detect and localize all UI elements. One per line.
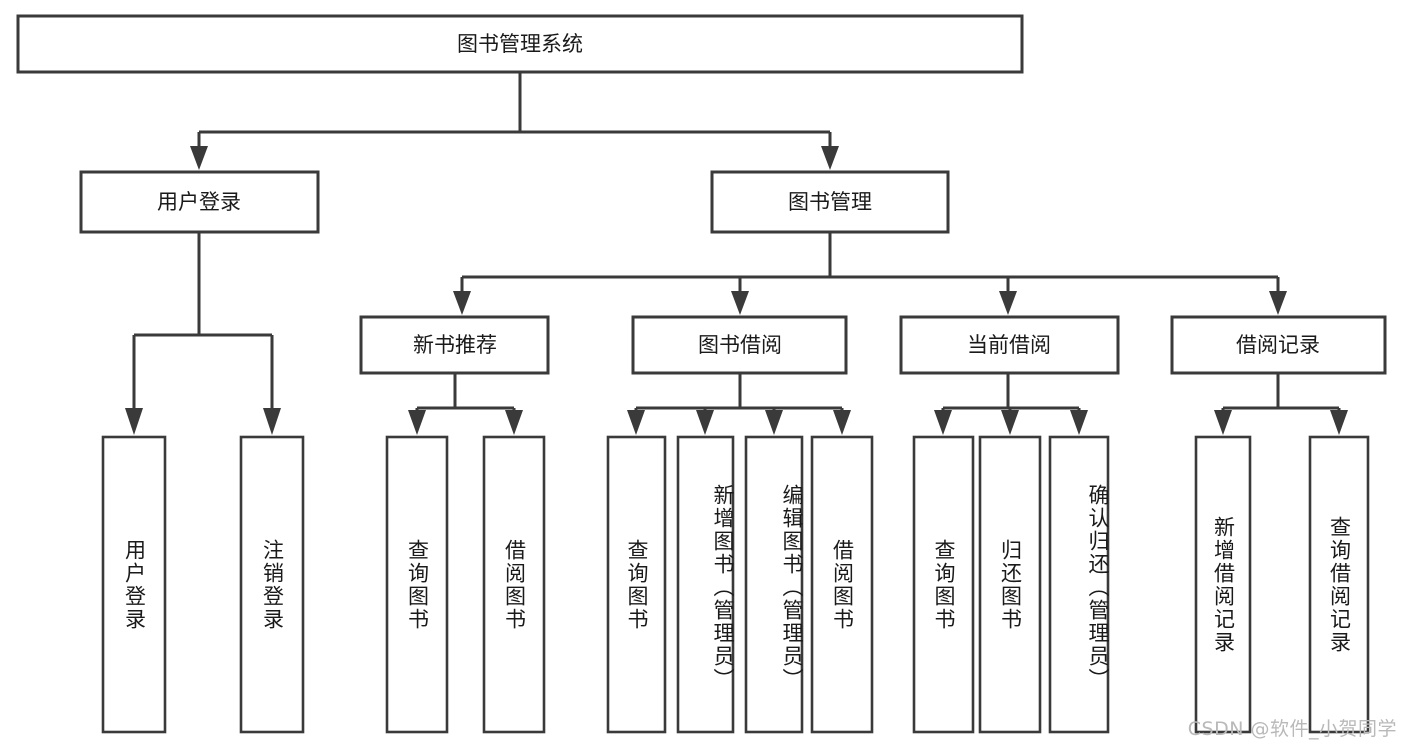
arrow-head-borrow-record xyxy=(1269,291,1287,315)
arrow-head-leaf-query-book-1 xyxy=(408,410,426,435)
node-book-borrow[interactable]: 图书借阅 xyxy=(631,315,848,375)
arrow-head-leaf-query-book-2 xyxy=(627,410,645,435)
node-book-borrow-box[interactable] xyxy=(631,315,848,375)
arrow-head-leaf-user-login xyxy=(125,408,143,435)
csdn-watermark: CSDN @软件_小贺同学 xyxy=(1187,718,1397,740)
node-book-management[interactable]: 图书管理 xyxy=(710,170,950,234)
arrow-head-bookmgmt xyxy=(821,146,839,170)
node-root[interactable]: 图书管理系统 xyxy=(16,14,1024,74)
arrow-head-leaf-confirm-return xyxy=(1070,410,1088,435)
node-current-borrow-label: 当前借阅 xyxy=(967,333,1051,357)
leaf-box-return-book[interactable] xyxy=(978,435,1042,734)
arrow-head-current-borrow xyxy=(999,291,1017,315)
leaf-box-query-book-1[interactable] xyxy=(385,435,449,734)
arrow-head-userlogin xyxy=(190,146,208,170)
arrow-head-leaf-borrow-book-2 xyxy=(833,410,851,435)
arrow-head-leaf-query-book-3 xyxy=(934,410,952,435)
node-borrow-record[interactable]: 借阅记录 xyxy=(1170,315,1387,375)
leaf-box-query-book-3[interactable] xyxy=(912,435,975,734)
leaf-box-borrow-book-1[interactable] xyxy=(482,435,546,734)
node-new-book-recommend-box[interactable] xyxy=(359,315,550,375)
arrow-head-leaf-add-book xyxy=(696,410,714,435)
node-current-borrow-box[interactable] xyxy=(899,315,1120,375)
node-current-borrow[interactable]: 当前借阅 xyxy=(899,315,1120,375)
connector-group-borrow-record xyxy=(1214,373,1348,435)
leaf-box-user-logout[interactable] xyxy=(239,435,305,734)
connector-group-userlogin xyxy=(125,232,281,435)
leaf-box-add-book[interactable] xyxy=(676,435,735,734)
leaf-box-group xyxy=(101,435,1370,734)
connector-group-current-borrow xyxy=(934,373,1088,435)
arrow-head-book-borrow xyxy=(731,291,749,315)
connector-group-bookmgmt xyxy=(453,232,1287,315)
node-root-label: 图书管理系统 xyxy=(457,32,583,56)
leaf-box-borrow-book-2[interactable] xyxy=(810,435,874,734)
arrow-head-newbook-rec xyxy=(453,291,471,315)
node-book-management-label: 图书管理 xyxy=(788,190,872,214)
node-new-book-recommend-label: 新书推荐 xyxy=(413,333,497,357)
connector-group-root xyxy=(190,72,839,170)
leaf-box-query-record[interactable] xyxy=(1308,435,1370,734)
leaf-box-add-record[interactable] xyxy=(1194,435,1252,734)
node-user-login-box[interactable] xyxy=(79,170,320,234)
leaf-box-edit-book[interactable] xyxy=(744,435,804,734)
node-user-login[interactable]: 用户登录 xyxy=(79,170,320,234)
arrow-head-leaf-return-book xyxy=(1001,410,1019,435)
node-user-login-label: 用户登录 xyxy=(157,190,241,214)
leaf-box-query-book-2[interactable] xyxy=(606,435,667,734)
arrow-head-leaf-borrow-book-1 xyxy=(505,410,523,435)
node-book-borrow-label: 图书借阅 xyxy=(698,333,782,357)
arrow-head-leaf-query-record xyxy=(1330,410,1348,435)
node-borrow-record-label: 借阅记录 xyxy=(1236,333,1320,357)
node-new-book-recommend[interactable]: 新书推荐 xyxy=(359,315,550,375)
arrow-head-leaf-add-record xyxy=(1214,410,1232,435)
leaf-box-confirm-return[interactable] xyxy=(1048,435,1110,734)
node-book-management-box[interactable] xyxy=(710,170,950,234)
leaf-box-user-login[interactable] xyxy=(101,435,167,734)
arrow-head-leaf-edit-book xyxy=(765,410,783,435)
connector-group-newbook-rec xyxy=(408,373,523,435)
connector-group-book-borrow xyxy=(627,373,851,435)
arrow-head-leaf-user-logout xyxy=(263,408,281,435)
node-borrow-record-box[interactable] xyxy=(1170,315,1387,375)
node-root-box[interactable] xyxy=(16,14,1024,74)
